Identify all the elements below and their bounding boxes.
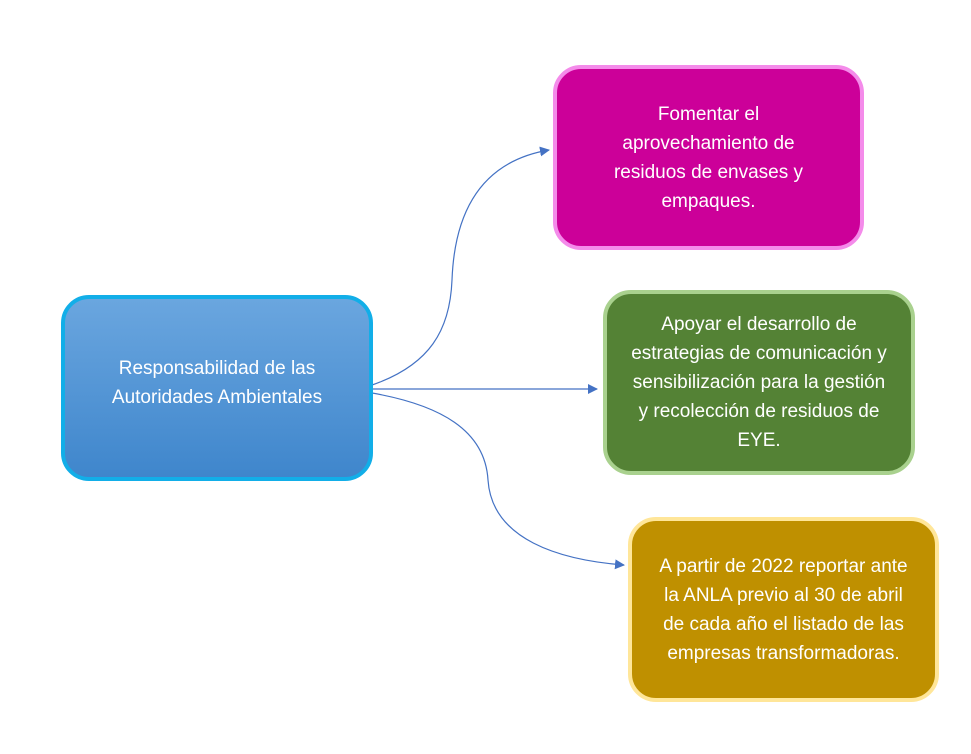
branch-node-1: Fomentar el aprovechamiento de residuos … (553, 65, 864, 250)
central-topic-node: Responsabilidad de las Autoridades Ambie… (61, 295, 373, 481)
branch-node-3: A partir de 2022 reportar ante la ANLA p… (628, 517, 939, 702)
arrow-to-branch-3 (371, 392, 625, 570)
branch-1-label: Fomentar el aprovechamiento de residuos … (613, 103, 804, 212)
branch-2-label: Apoyar el desarrollo de estrategias de c… (631, 314, 887, 451)
branch-node-2: Apoyar el desarrollo de estrategias de c… (603, 290, 915, 475)
arrow-to-branch-1 (371, 146, 550, 386)
central-topic-label: Responsabilidad de las Autoridades Ambie… (111, 358, 323, 408)
branch-3-label: A partir de 2022 reportar ante la ANLA p… (659, 555, 908, 664)
